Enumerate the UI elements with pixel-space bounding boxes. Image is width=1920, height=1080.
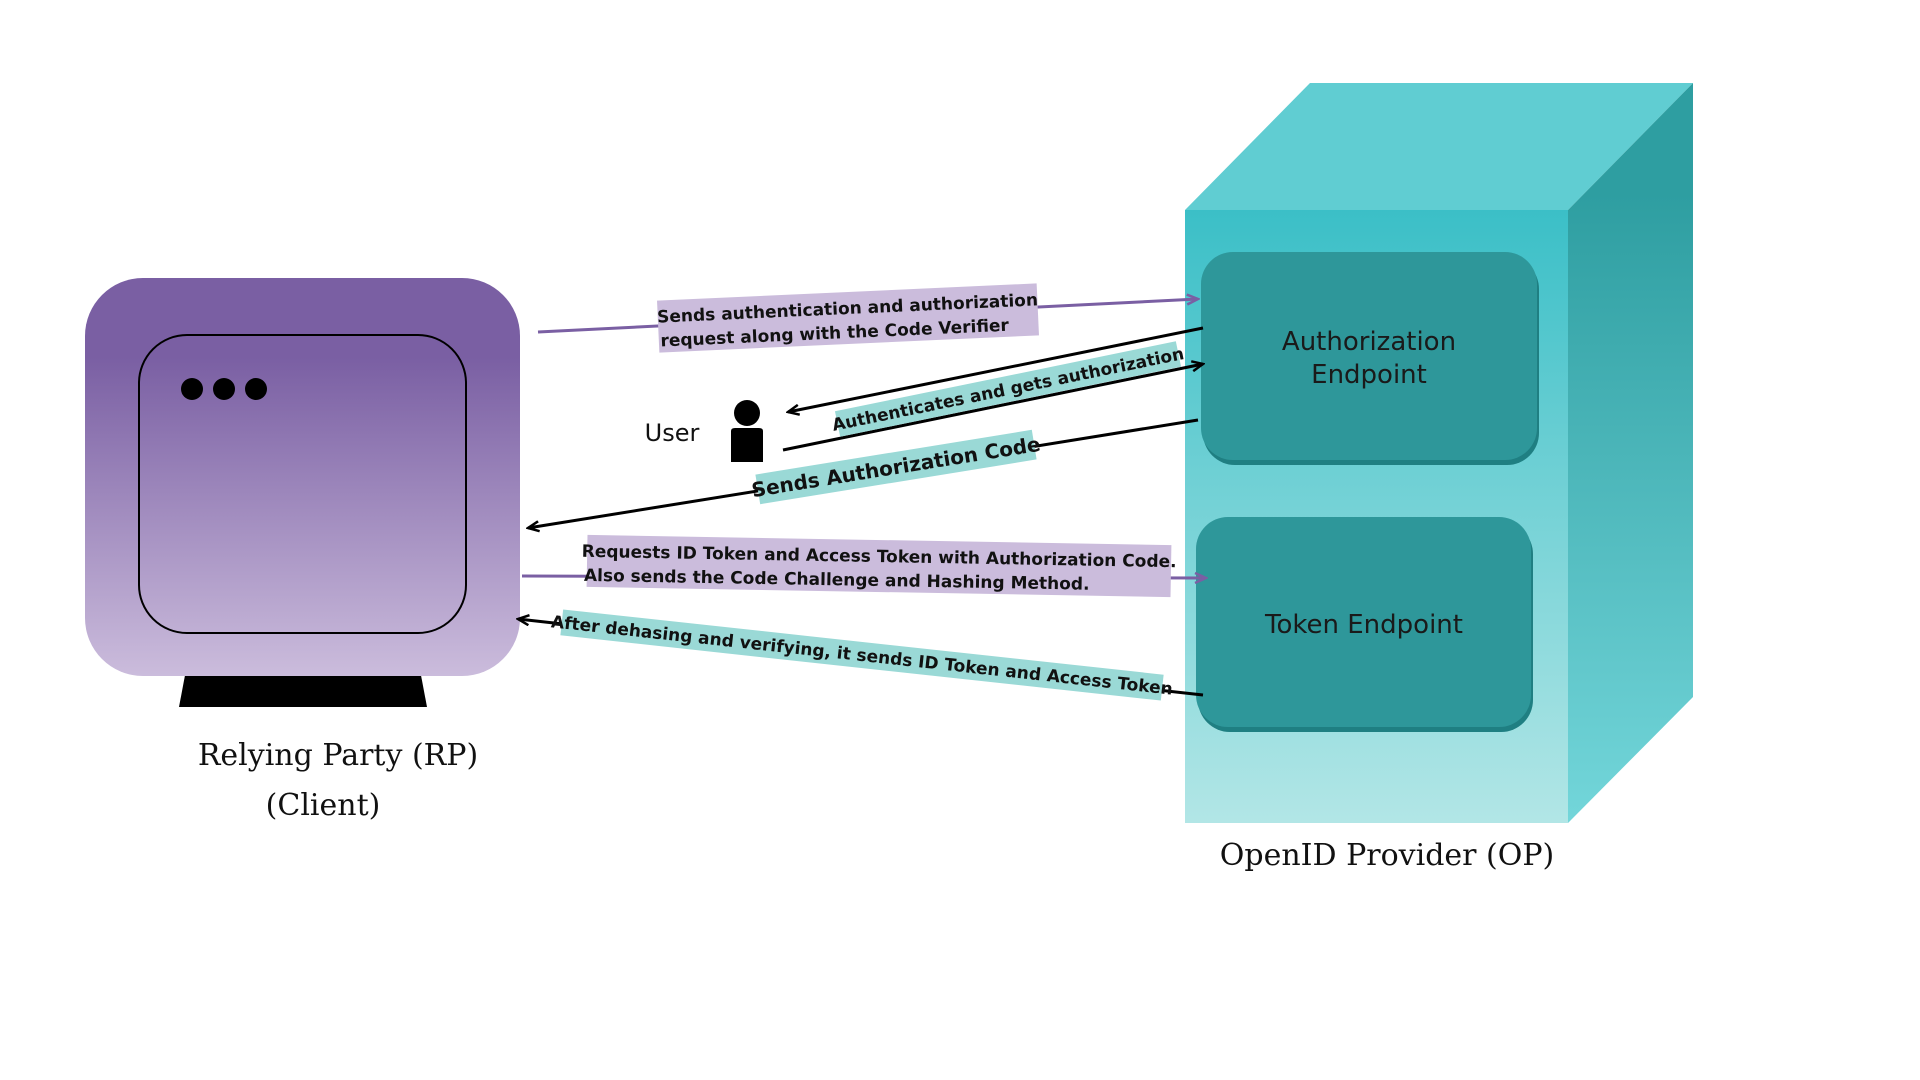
step2-label: Authenticates and gets authorization	[831, 341, 1186, 437]
step2-label-text: Authenticates and gets authorization	[831, 344, 1186, 436]
client-label-line2: (Client)	[266, 788, 381, 823]
step2-arrow-back	[788, 326, 1204, 412]
provider-label: OpenID Provider (OP)	[1220, 838, 1554, 873]
step2-arrow-forward	[782, 364, 1203, 452]
relying-party-client: Relying Party (RP) (Client)	[85, 278, 520, 823]
token-endpoint: Token Endpoint	[1196, 517, 1533, 732]
authorization-endpoint-box	[1201, 252, 1537, 460]
window-dot-icon	[181, 378, 203, 400]
window-dot-icon	[213, 378, 235, 400]
provider-side-face	[1568, 83, 1693, 823]
step5-label: After dehasing and verifying, it sends I…	[550, 609, 1174, 701]
client-screen	[138, 334, 467, 634]
client-label-line1: Relying Party (RP)	[198, 738, 478, 773]
step4-label: Requests ID Token and Access Token with …	[582, 534, 1177, 598]
flow-labels: Sends authentication and authorization r…	[550, 283, 1186, 701]
user-label: User	[645, 419, 700, 447]
client-monitor	[85, 278, 520, 676]
step1-label: Sends authentication and authorization r…	[657, 283, 1039, 353]
step5-label-text: After dehasing and verifying, it sends I…	[550, 612, 1174, 699]
window-dot-icon	[245, 378, 267, 400]
provider-top-face	[1185, 83, 1693, 210]
step3-label: Sends Authorization Code	[750, 429, 1042, 505]
step3-label-text: Sends Authorization Code	[750, 432, 1042, 502]
token-endpoint-box	[1196, 517, 1531, 727]
authorization-endpoint: Authorization Endpoint	[1201, 252, 1539, 465]
authorization-endpoint-label-line1: Authorization	[1282, 327, 1456, 357]
monitor-stand	[179, 670, 427, 707]
openid-provider: Authorization Endpoint Token Endpoint Op…	[1185, 83, 1693, 873]
user-icon	[731, 400, 763, 462]
authorization-endpoint-label-line2: Endpoint	[1311, 360, 1427, 390]
token-endpoint-label: Token Endpoint	[1264, 610, 1463, 640]
user: User	[645, 400, 763, 462]
